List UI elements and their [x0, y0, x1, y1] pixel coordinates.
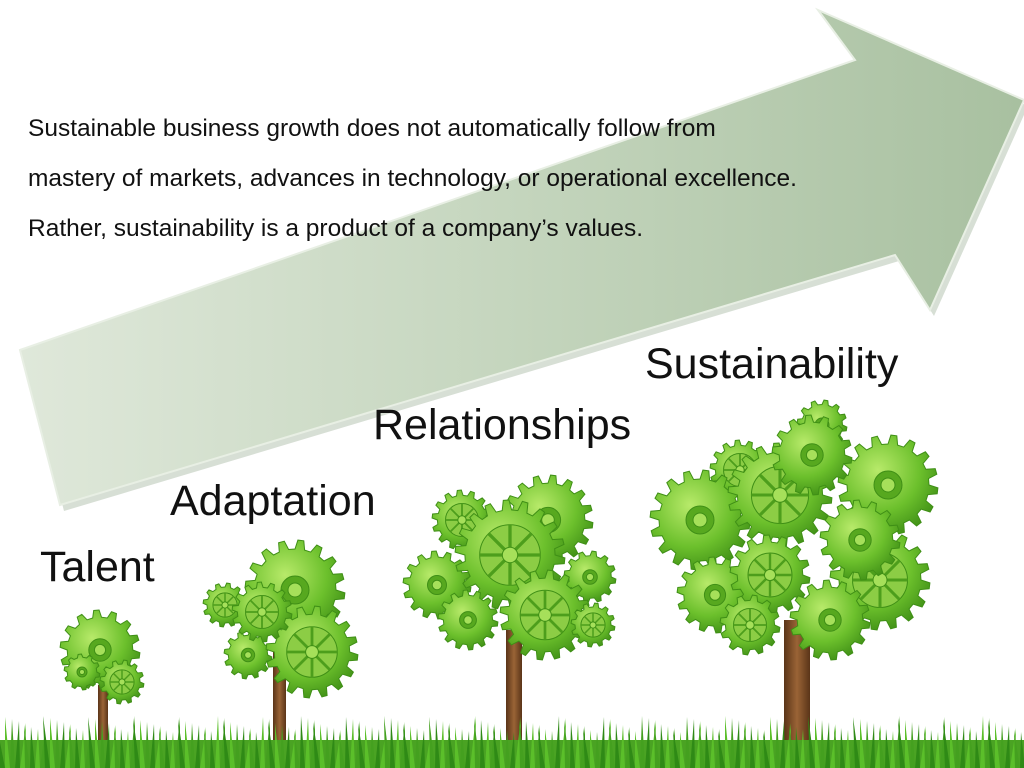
- gear-tree-icon: [649, 399, 939, 661]
- gear-icon: [819, 499, 901, 581]
- quote-line: Sustainable business growth does not aut…: [28, 115, 716, 142]
- gear-tree-icon: [202, 539, 359, 699]
- gear-icon: [719, 594, 781, 656]
- gear-icon: [99, 659, 145, 705]
- gear-icon: [231, 581, 293, 643]
- gear-icon: [202, 582, 248, 628]
- gear-icon: [649, 469, 751, 571]
- quote-text: Sustainable business growth does not aut…: [28, 104, 1018, 254]
- growth-arrow-icon: [18, 7, 1024, 511]
- gear-icon: [729, 534, 811, 616]
- stage-label-relationships: Relationships: [373, 401, 632, 449]
- quote-line: mastery of markets, advances in technolo…: [28, 165, 797, 192]
- grass-icon: [0, 716, 1024, 768]
- stage-label-adaptation: Adaptation: [170, 477, 376, 525]
- stage-label-talent: Talent: [40, 543, 155, 591]
- gear-icon: [771, 414, 853, 496]
- gear-icon: [63, 653, 101, 691]
- gear-icon: [499, 569, 591, 661]
- gear-icon: [223, 630, 273, 680]
- gear-icon: [570, 602, 616, 648]
- stage-label-sustainability: Sustainability: [645, 340, 899, 388]
- gear-tree-icon: [402, 474, 617, 661]
- quote-line: Rather, sustainability is a product of a…: [28, 215, 644, 242]
- gear-icon: [437, 589, 499, 651]
- gear-icon: [789, 579, 871, 661]
- gear-tree-icon: [59, 609, 145, 705]
- gear-icon: [265, 605, 359, 699]
